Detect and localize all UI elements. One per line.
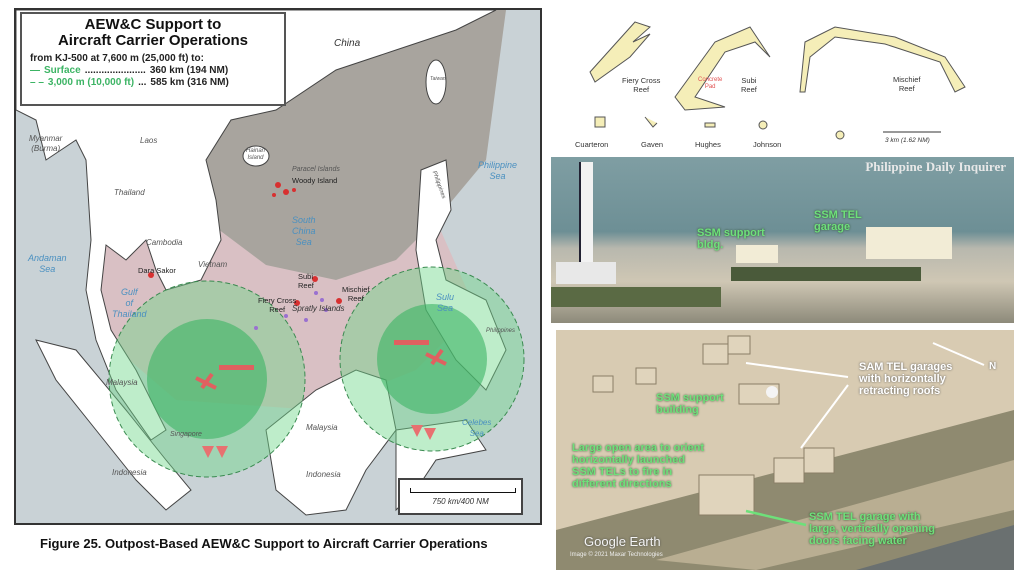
photo-credit: Philippine Daily Inquirer <box>865 159 1006 174</box>
philippines <box>415 159 507 391</box>
scale-bar-label: 750 km/400 NM <box>432 497 489 506</box>
aew-aircraft-icon <box>195 372 217 390</box>
label-thailand: Thailand <box>114 188 145 197</box>
label-paracel: Paracel Islands <box>292 166 340 173</box>
label-indonesia-west: Indonesia <box>112 468 147 477</box>
label-singapore: Singapore <box>170 431 202 438</box>
legend-box: AEW&C Support to Aircraft Carrier Operat… <box>20 12 286 106</box>
fighter-icons <box>411 425 436 440</box>
ssm-tel-garage <box>866 227 952 259</box>
hainan <box>242 145 270 167</box>
small-reef-shapes <box>594 116 845 140</box>
imagery-credit: Image © 2021 Maxar Technologies <box>570 552 663 558</box>
google-earth-watermark: Google Earth <box>584 534 661 549</box>
label-myanmar: Myanmar(Burma) <box>29 134 63 153</box>
label-cuarteron: Cuarteron <box>575 140 609 149</box>
white-arrows <box>745 342 985 449</box>
subi-reef-shape <box>674 26 771 111</box>
carrier-icon <box>219 365 254 370</box>
label-dara-sakor: Dara Sakor <box>138 266 176 275</box>
label-cambodia: Cambodia <box>146 238 183 247</box>
label-indonesia-east: Indonesia <box>306 470 341 479</box>
legend-row-3000m: – –3,000 m (10,000 ft)...585 km (316 NM) <box>30 77 229 88</box>
spratly-markers <box>254 291 328 330</box>
ssm-support-building <box>736 245 778 263</box>
outpost-markers <box>148 182 342 306</box>
label-taiwan: Taiwan <box>430 76 446 82</box>
map-scale-bar: 750 km/400 NM <box>398 478 523 515</box>
carrier-icon <box>394 340 429 345</box>
solid-line-icon: — <box>30 65 40 76</box>
green-arrow <box>745 509 807 527</box>
label-laos: Laos <box>140 136 158 145</box>
label-malaysia-east: Malaysia <box>306 423 338 432</box>
label-johnson: Johnson <box>753 140 782 149</box>
taiwan <box>425 59 447 105</box>
aew-aircraft-icon <box>425 348 447 366</box>
legend-title-line2: Aircraft Carrier Operations <box>57 32 249 49</box>
legend-subtitle: from KJ-500 at 7,600 m (25,000 ft) to: <box>30 53 204 64</box>
figure-caption: Figure 25. Outpost-Based AEW&C Support t… <box>40 536 488 551</box>
fighter-icons <box>202 446 228 458</box>
label-china: China <box>334 38 361 49</box>
label-vietnam: Vietnam <box>198 260 228 269</box>
reef-shapes <box>589 21 966 140</box>
label-philippines-south: Philippines <box>486 328 516 334</box>
legend-row-surface: —Surface......................360 km (19… <box>30 65 229 76</box>
label-hughes: Hughes <box>695 140 721 149</box>
dashed-line-icon: – – <box>30 77 44 88</box>
satellite-imagery <box>556 335 1014 570</box>
mainland-southeast-asia <box>16 10 497 441</box>
reef-scale-label: 3 km (1.62 NM) <box>885 137 930 144</box>
sulawesi <box>395 419 487 512</box>
fiery-cross-reef-shape <box>589 21 651 83</box>
label-woody-island: Woody Island <box>292 176 338 185</box>
label-malaysia-west: Malaysia <box>106 378 138 387</box>
sumatra <box>35 339 192 511</box>
label-gaven: Gaven <box>641 140 664 149</box>
legend-title-line1: AEW&C Support to <box>84 16 222 33</box>
north-indicator: N <box>989 361 997 372</box>
scale-bar-line <box>410 488 516 493</box>
label-spratly-islands: Spratly Islands <box>292 304 345 313</box>
mischief-reef-shape <box>799 26 966 93</box>
borneo <box>265 369 397 516</box>
lighthouse <box>579 162 593 272</box>
